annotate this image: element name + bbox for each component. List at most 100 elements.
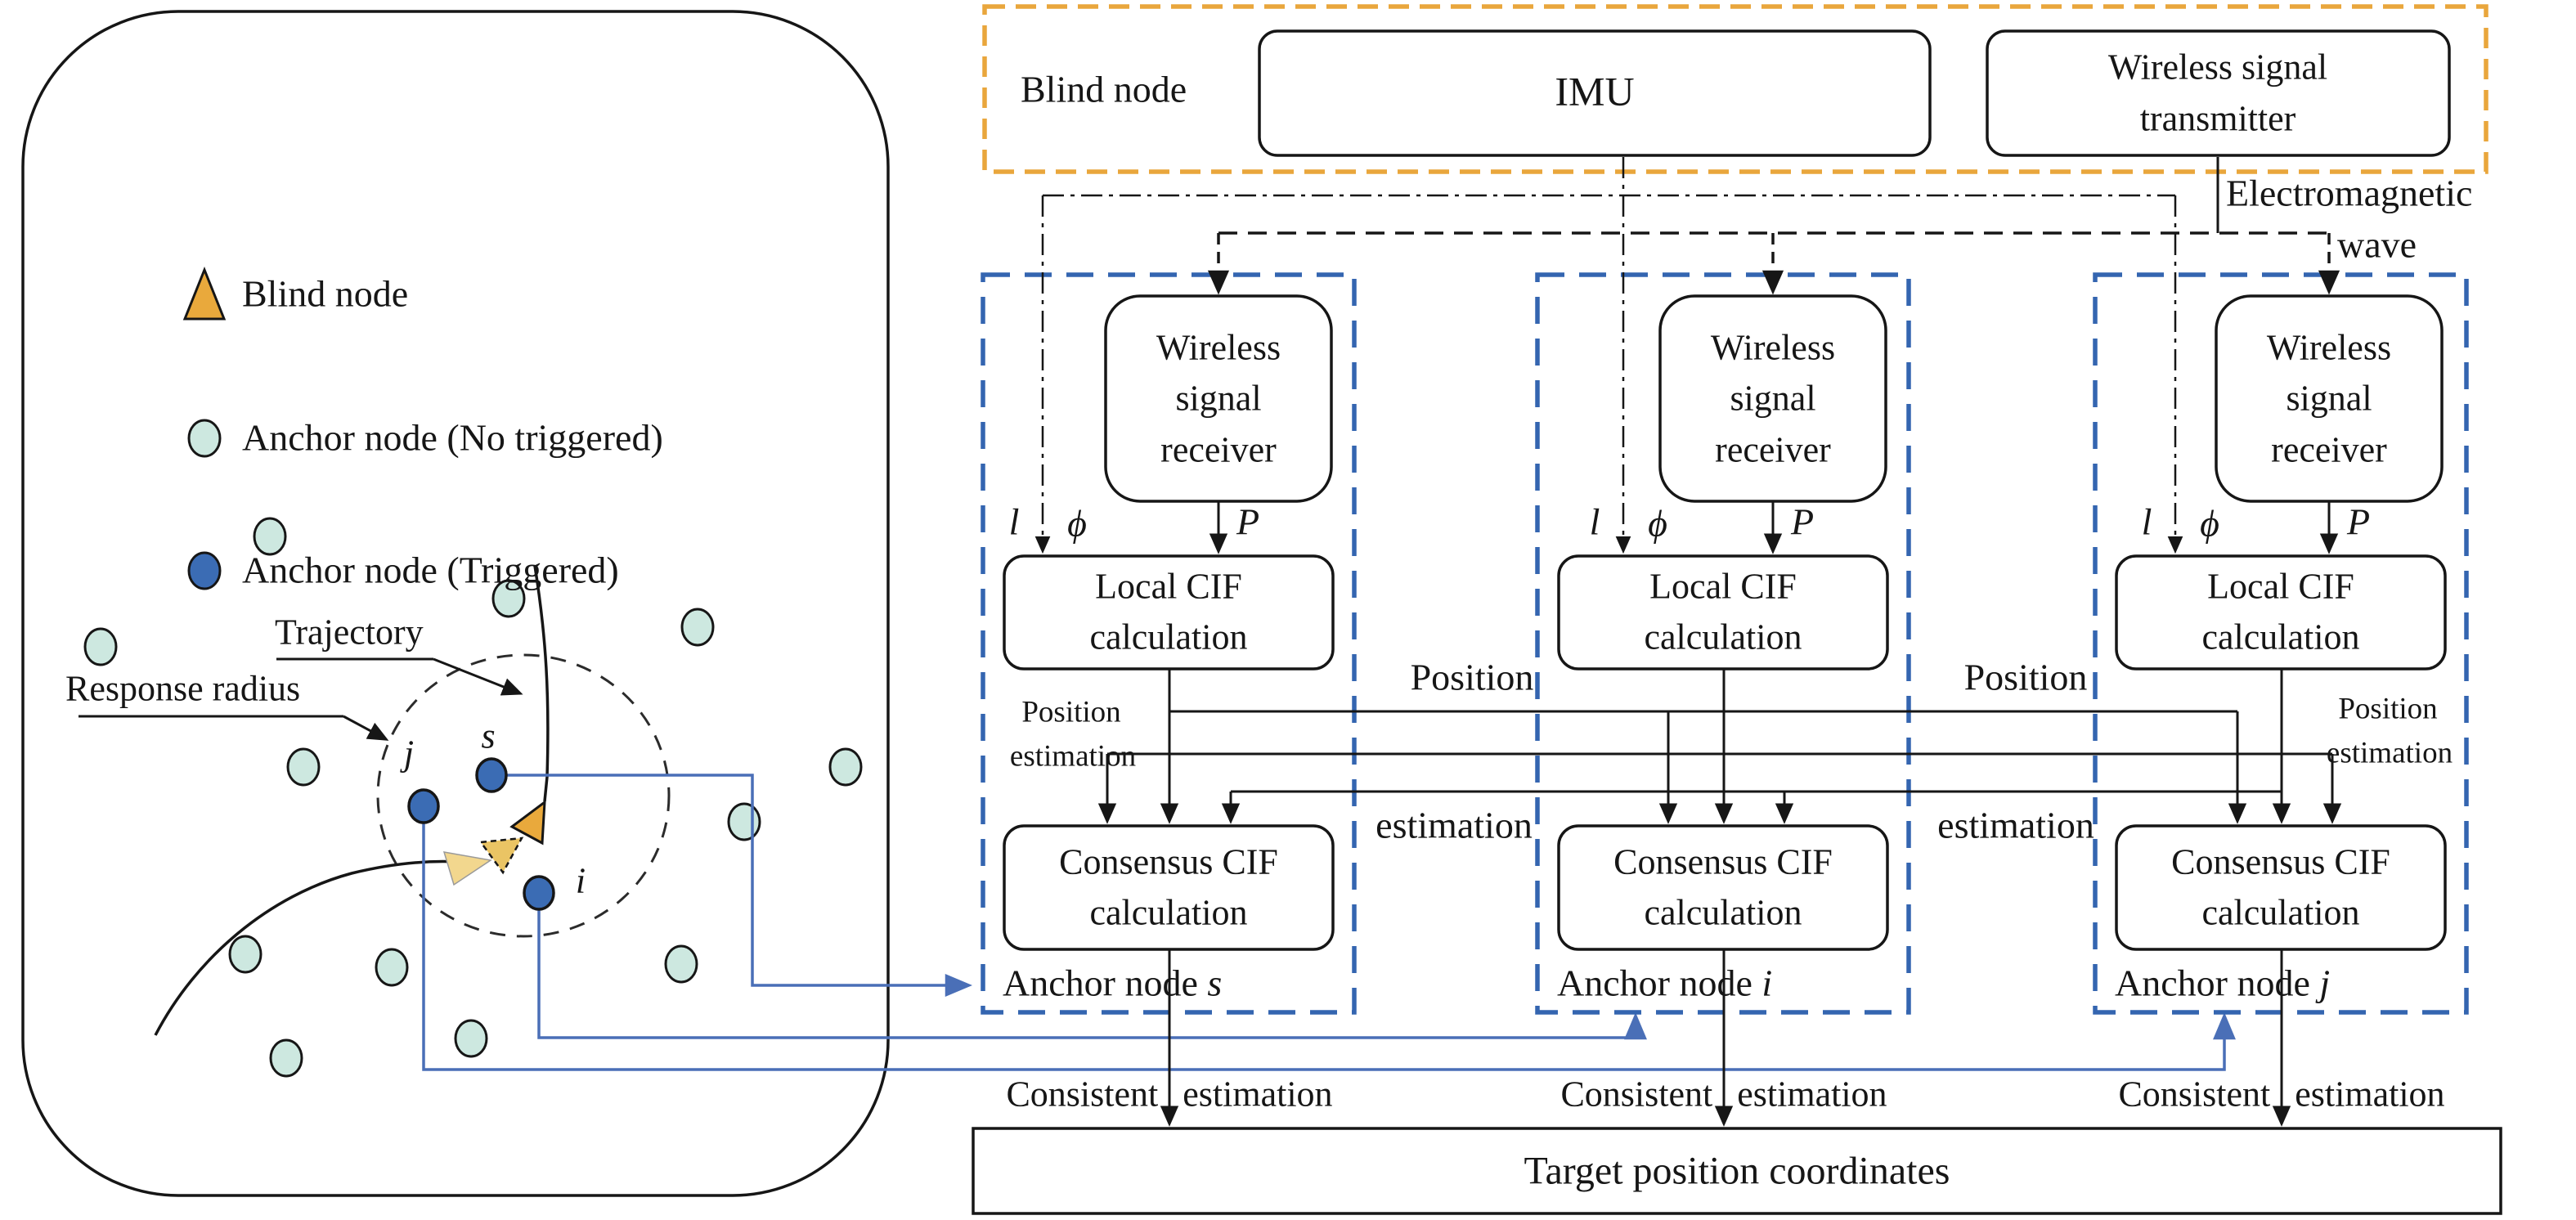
receiver-s-line3: receiver <box>1160 429 1277 470</box>
receiver-label-i: Wireless signal receiver <box>1711 322 1835 475</box>
local-j-line1: Local CIF <box>2207 566 2354 607</box>
signal-p-label-s: P <box>1236 500 1260 543</box>
untriggered-anchor-nodes <box>83 517 863 1078</box>
response-radius-label: Response radius <box>65 668 301 709</box>
receiver-i-line3: receiver <box>1715 429 1831 470</box>
signal-p-label-j: P <box>2346 500 2371 543</box>
em-wave-label-line2: wave <box>2337 223 2417 266</box>
local-cif-label-s: Local CIF calculation <box>1089 562 1247 664</box>
trajectory-curve-upper <box>533 565 550 802</box>
link-node-i-to-column <box>537 909 1647 1040</box>
anchor-node-i-label: Anchor node i <box>1557 962 1773 1004</box>
blind-node-current-triangle <box>509 799 546 845</box>
receiver-box-i <box>1658 294 1887 503</box>
consensus-i-line1: Consensus CIF <box>1613 841 1833 882</box>
blind-node-trail-triangle-oldest <box>442 851 492 886</box>
legend-anchor-untriggered-label: Anchor node (No triggered) <box>242 416 663 459</box>
signal-phi-label-j: ϕ <box>2200 502 2219 545</box>
em-wave-lines <box>1207 231 2340 295</box>
link-node-s-to-column <box>507 774 972 997</box>
process-boxes <box>972 29 2502 1215</box>
signal-l-label-j: l <box>2141 500 2152 543</box>
trajectory-curve-lower <box>154 859 459 1036</box>
receiver-s-line2: signal <box>1175 378 1262 419</box>
receiver-s-line1: Wireless <box>1156 327 1281 368</box>
pos-estimation-small-j-line2: estimation <box>2326 736 2453 770</box>
bus-position-label-1: Position <box>1410 656 1534 698</box>
pos-estimation-small-s-line1: Position <box>1021 695 1121 729</box>
local-s-line2: calculation <box>1089 617 1248 657</box>
anchor-link-lines <box>422 774 2236 1071</box>
consensus-i-line2: calculation <box>1644 893 1802 933</box>
local-i-line1: Local CIF <box>1649 566 1797 607</box>
receiver-j-line2: signal <box>2286 378 2372 419</box>
consensus-s-line1: Consensus CIF <box>1059 841 1278 882</box>
anchor-node-i-circle <box>523 875 555 911</box>
receiver-i-line2: signal <box>1730 378 1816 419</box>
signal-l-label-i: l <box>1589 500 1600 543</box>
receiver-label-s: Wireless signal receiver <box>1156 322 1281 475</box>
em-wave-label-line1: Electromagnetic <box>2226 172 2473 214</box>
consensus-s-line2: calculation <box>1089 893 1248 933</box>
signal-phi-label-s: ϕ <box>1067 502 1087 545</box>
local-cif-box-j <box>2115 554 2447 671</box>
target-coordinates-label: Target position coordinates <box>1524 1149 1950 1193</box>
receiver-j-line1: Wireless <box>2266 327 2392 368</box>
legend-anchor-untriggered-icon <box>187 419 222 458</box>
link-node-j-to-column <box>422 822 2236 1071</box>
anchor-node-j-circle <box>407 788 440 824</box>
anchor-node-j-label: Anchor node j <box>2115 962 2331 1004</box>
blind-node-unit-label: Blind node <box>1021 68 1187 110</box>
receiver-box-j <box>2215 294 2444 503</box>
legend-anchor-triggered-icon <box>187 551 222 590</box>
node-s-letter: s <box>481 715 496 756</box>
consensus-cif-label-j: Consensus CIF calculation <box>2171 837 2390 940</box>
triggered-anchor-nodes <box>407 757 555 911</box>
pos-estimation-small-j-line1: Position <box>2338 692 2438 726</box>
pos-estimation-small-s-line2: estimation <box>1009 739 1137 774</box>
trajectory-pointer <box>276 657 523 696</box>
signal-p-label-i: P <box>1790 500 1815 543</box>
bus-estimation-label-1: estimation <box>1376 804 1533 846</box>
consensus-cif-label-s: Consensus CIF calculation <box>1059 837 1278 940</box>
node-j-letter: j <box>403 733 415 774</box>
position-exchange-buses <box>1097 710 2342 824</box>
receiver-box-s <box>1104 294 1333 503</box>
imu-data-lines <box>1034 157 2183 554</box>
receiver-j-line3: receiver <box>2271 429 2387 470</box>
imu-box <box>1258 29 1932 157</box>
consistent-estimation-arrows <box>1160 949 2291 1127</box>
local-cif-label-i: Local CIF calculation <box>1644 562 1802 664</box>
signal-l-label-s: l <box>1008 500 1020 543</box>
consensus-j-line1: Consensus CIF <box>2171 841 2390 882</box>
consensus-cif-label-i: Consensus CIF calculation <box>1613 837 1833 940</box>
local-s-line1: Local CIF <box>1095 566 1242 607</box>
receiver-label-j: Wireless signal receiver <box>2267 322 2391 475</box>
transmitter-label-line1: Wireless signal <box>2107 47 2328 87</box>
node-i-letter: i <box>575 860 586 901</box>
local-cif-box-s <box>1003 554 1335 671</box>
local-cif-box-i <box>1557 554 1889 671</box>
anchor-node-s-label: Anchor node s <box>1003 962 1223 1004</box>
blind-node-unit-border <box>982 4 2488 174</box>
trajectory-label: Trajectory <box>275 612 424 653</box>
response-radius-pointer <box>79 715 389 741</box>
legend-anchor-triggered-label: Anchor node (Triggered) <box>242 549 619 591</box>
legend-blind-node-triangle-icon <box>182 266 227 321</box>
target-coordinates-box <box>972 1127 2502 1215</box>
consensus-cif-box-i <box>1557 824 1889 951</box>
bus-estimation-label-2: estimation <box>1937 804 2094 846</box>
consensus-cif-box-s <box>1003 824 1335 951</box>
local-j-line2: calculation <box>2201 617 2360 657</box>
local-estimate-arrows <box>1160 669 2291 824</box>
local-i-line2: calculation <box>1644 617 1802 657</box>
local-cif-label-j: Local CIF calculation <box>2201 562 2359 664</box>
response-radius-circle <box>376 653 671 938</box>
anchor-node-s-circle <box>475 757 508 793</box>
blind-node-trail-triangle-middle <box>478 837 524 875</box>
transmitter-label-line2: transmitter <box>2139 98 2296 139</box>
